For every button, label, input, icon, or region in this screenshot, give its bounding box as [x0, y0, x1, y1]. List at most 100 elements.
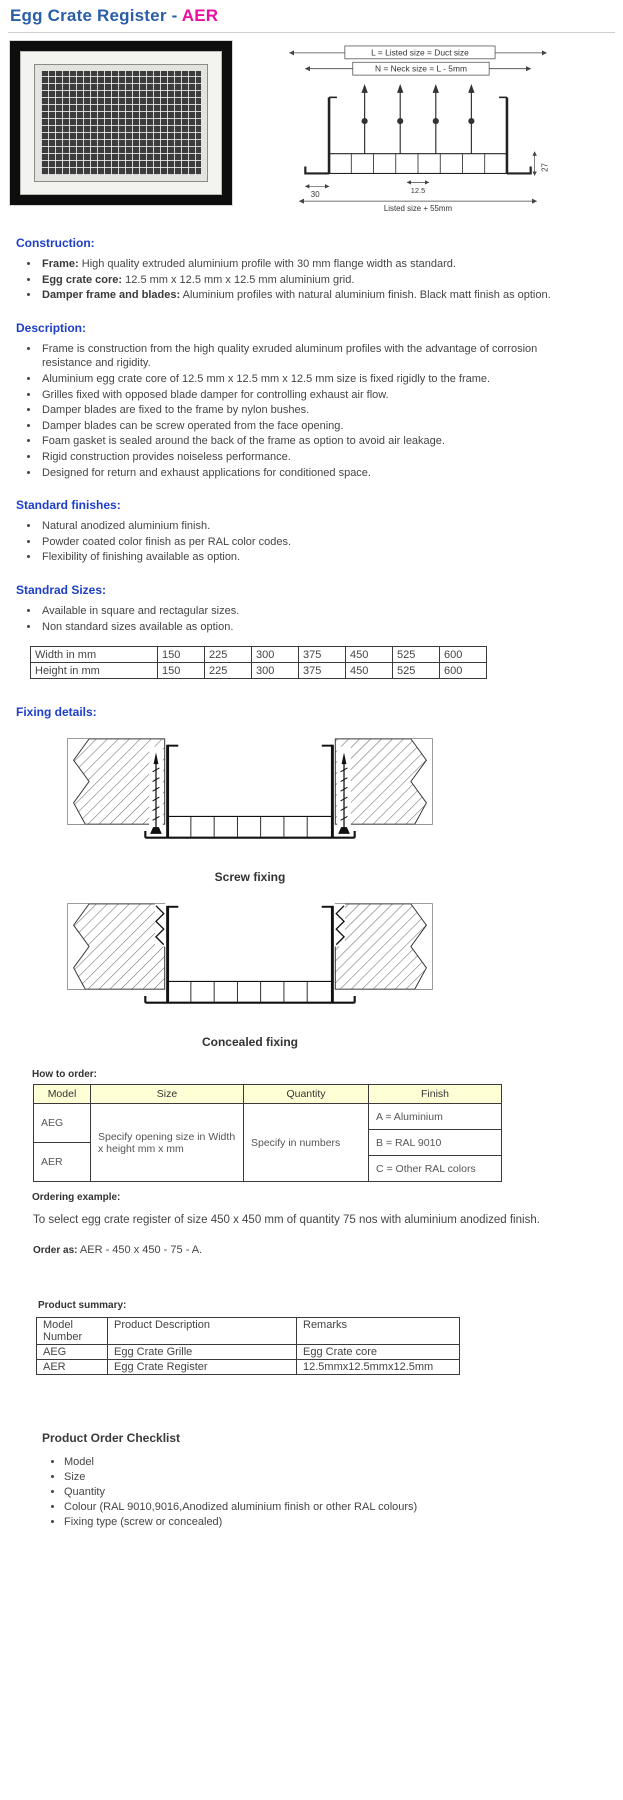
concealed-fixing-svg	[67, 903, 433, 1004]
sizes-table: Width in mm 150 225 300 375 450 525 600 …	[30, 646, 487, 680]
top-row: L = Listed size = Duct size N = Neck siz…	[8, 41, 615, 218]
product-summary-table: Model Number Product Description Remarks…	[36, 1317, 460, 1376]
model-cell: AER	[36, 1359, 108, 1376]
size-cell: 600	[439, 646, 487, 664]
size-cell: 525	[392, 662, 440, 680]
item-text: 12.5 mm x 12.5 mm x 12.5 mm aluminium gr…	[122, 273, 355, 286]
size-spec-cell: Specify opening size in Width x height m…	[90, 1103, 244, 1183]
finish-cell: B = RAL 9010	[368, 1129, 502, 1157]
list-item: Designed for return and exhaust applicat…	[40, 466, 570, 481]
list-item: Egg crate core: 12.5 mm x 12.5 mm x 12.5…	[40, 273, 570, 288]
finish-cell: C = Other RAL colors	[368, 1155, 502, 1183]
row-label: Width in mm	[30, 646, 158, 664]
list-item: Rigid construction provides noiseless pe…	[40, 450, 570, 465]
finish-cell: A = Aluminium	[368, 1103, 502, 1131]
list-item: Non standard sizes available as option.	[40, 620, 570, 635]
grille-frame-section	[144, 905, 356, 1004]
size-cell: 450	[345, 646, 393, 664]
product-photo	[10, 41, 232, 205]
size-cell: 375	[298, 646, 346, 664]
construction-list: Frame: High quality extruded aluminium p…	[40, 257, 615, 303]
order-as-label: Order as:	[33, 1245, 78, 1257]
title-divider	[8, 32, 615, 33]
item-text: Aluminium profiles with natural aluminiu…	[180, 289, 551, 302]
list-item: Powder coated color finish as per RAL co…	[40, 535, 570, 550]
list-item: Available in square and rectagular sizes…	[40, 604, 570, 619]
order-as-line: Order as: AER - 450 x 450 - 75 - A.	[33, 1244, 615, 1256]
header-model-number: Model Number	[36, 1317, 108, 1346]
remarks-cell: Egg Crate core	[296, 1344, 460, 1361]
duct-section-diagram: L = Listed size = Duct size N = Neck siz…	[288, 45, 549, 213]
ordering-example-text: To select egg crate register of size 450…	[33, 1214, 540, 1227]
table-row: B = RAL 9010	[34, 1129, 502, 1157]
spring-clip-icon	[155, 903, 166, 947]
list-item: Quantity	[64, 1485, 615, 1500]
list-item: Damper frame and blades: Aluminium profi…	[40, 288, 570, 303]
header-remarks: Remarks	[296, 1317, 460, 1346]
page: Egg Crate Register - AER	[0, 0, 623, 1530]
table-row: AEG Egg Crate Grille Egg Crate core	[36, 1344, 460, 1361]
concealed-fixing-caption: Concealed fixing	[201, 1035, 299, 1050]
item-term: Damper frame and blades:	[42, 289, 181, 302]
header-quantity: Quantity	[243, 1084, 369, 1105]
finishes-heading: Standard finishes:	[16, 498, 121, 513]
remarks-cell: 12.5mmx12.5mmx12.5mm	[296, 1359, 460, 1376]
table-row: Width in mm 150 225 300 375 450 525 600	[30, 646, 487, 664]
concealed-fixing-drawing	[50, 900, 615, 1031]
item-term: Frame:	[42, 258, 79, 270]
dim-label-listed-size: L = Listed size = Duct size	[371, 47, 469, 57]
table-row: C = Other RAL colors	[34, 1155, 502, 1183]
checklist: Model Size Quantity Colour (RAL 9010,901…	[64, 1455, 615, 1530]
egg-crate-grid	[34, 64, 208, 182]
damper-blades	[361, 84, 475, 154]
list-item: Fixing type (screw or concealed)	[64, 1515, 615, 1530]
order-as-value: AER - 450 x 450 - 75 - A.	[77, 1244, 203, 1257]
size-cell: 150	[157, 662, 205, 680]
table-header-row: Model Number Product Description Remarks	[36, 1317, 460, 1346]
size-cell: 525	[392, 646, 440, 664]
page-title: Egg Crate Register - AER	[8, 4, 615, 29]
quantity-spec-cell: Specify in numbers	[243, 1103, 369, 1183]
spring-clip-icon	[334, 903, 345, 947]
description-cell: Egg Crate Grille	[107, 1344, 297, 1361]
screw-fixing-drawing	[50, 735, 615, 866]
size-cell: 225	[204, 646, 252, 664]
list-item: Foam gasket is sealed around the back of…	[40, 434, 570, 449]
screw-fixing-svg	[67, 738, 433, 839]
model-cell: AER	[33, 1142, 91, 1183]
description-cell: Egg Crate Register	[107, 1359, 297, 1376]
row-label: Height in mm	[30, 662, 158, 680]
header-product-description: Product Description	[107, 1317, 297, 1346]
size-cell: 375	[298, 662, 346, 680]
order-table: Model Size Quantity Finish AEG Specify o…	[33, 1084, 502, 1183]
list-item: Colour (RAL 9010,9016,Anodized aluminium…	[64, 1500, 615, 1515]
frame-section	[304, 96, 532, 175]
ordering-example-heading: Ordering example:	[32, 1192, 121, 1204]
list-item: Aluminium egg crate core of 12.5 mm x 12…	[40, 372, 570, 387]
model-cell: AEG	[36, 1344, 108, 1361]
construction-heading: Construction:	[16, 236, 95, 250]
list-item: Natural anodized aluminium finish.	[40, 519, 570, 534]
checklist-heading: Product Order Checklist	[42, 1431, 181, 1446]
page-title-code: AER	[181, 6, 219, 25]
dim-30: 30	[311, 190, 320, 199]
table-row: AEG Specify opening size in Width x heig…	[33, 1103, 502, 1183]
photo-mat	[20, 51, 222, 195]
list-item: Flexibility of finishing available as op…	[40, 550, 570, 565]
size-cell: 225	[204, 662, 252, 680]
dim-27: 27	[540, 163, 549, 172]
description-list: Frame is construction from the high qual…	[40, 342, 615, 480]
size-cell: 600	[439, 662, 487, 680]
list-item: Frame: High quality extruded aluminium p…	[40, 257, 570, 272]
screw-icon	[149, 746, 163, 834]
model-cell: AEG	[33, 1103, 91, 1144]
item-term: Egg crate core:	[42, 273, 123, 286]
sizes-heading: Standrad Sizes:	[16, 582, 107, 597]
table-row: AER Egg Crate Register 12.5mmx12.5mmx12.…	[36, 1359, 460, 1376]
list-item: Size	[64, 1470, 615, 1485]
technical-diagram: L = Listed size = Duct size N = Neck siz…	[268, 43, 568, 218]
table-row: Height in mm 150 225 300 375 450 525 600	[30, 662, 487, 680]
header-size: Size	[90, 1084, 244, 1105]
size-cell: 150	[157, 646, 205, 664]
list-item: Frame is construction from the high qual…	[40, 342, 570, 371]
